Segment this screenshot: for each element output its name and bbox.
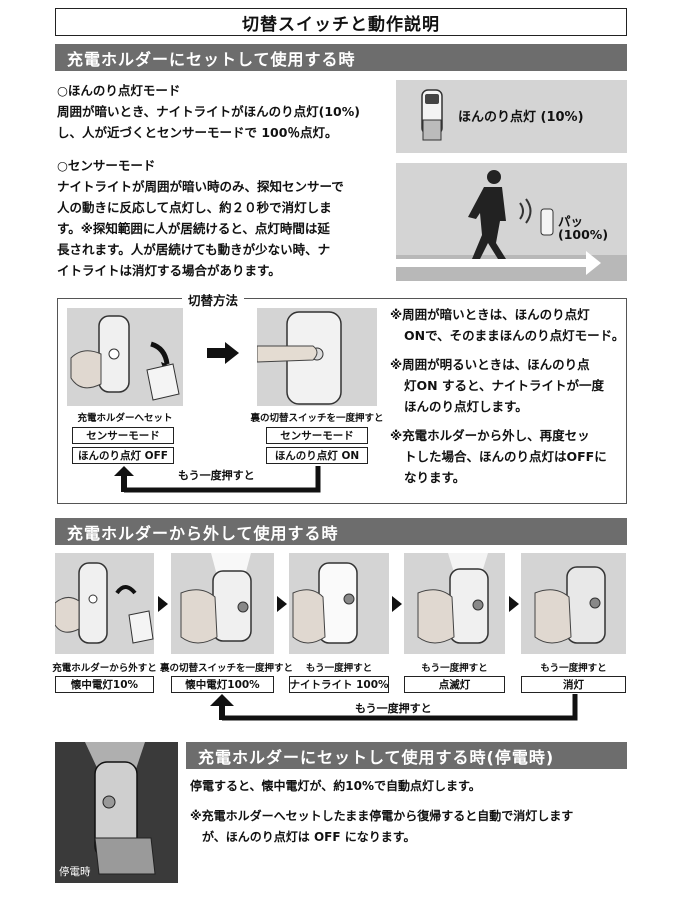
step-box-3: ナイトライト 100% — [289, 676, 389, 693]
step-box-2: 懐中電灯100% — [171, 676, 274, 693]
set-holder-photo — [67, 308, 183, 406]
mode2-line: イトライトは消灯する場合があります。 — [57, 263, 281, 278]
note-line: ※周囲が明るいときは、ほんのり点 — [390, 357, 590, 372]
hand-holding-device-icon — [70, 315, 180, 401]
note-line: ※充電ホルダーから外し、再度セッ — [390, 428, 590, 443]
right-dim-on-box: ほんのり点灯 ON — [266, 447, 368, 464]
flashlight-bright-icon — [180, 553, 252, 644]
outage-text-2: ※充電ホルダーへセットしたまま停電から復帰すると自動で消灯します — [190, 809, 574, 823]
dim-light-photo: ほんのり点灯 (10%) — [396, 80, 627, 153]
step-caption-4: もう一度押すと — [421, 663, 488, 674]
left-sensor-mode-box: センサーモード — [72, 427, 174, 444]
mode1-title: ○ほんのり点灯モード — [57, 83, 181, 98]
outage-photo-label: 停電時 — [59, 866, 91, 878]
right-arrow-icon — [225, 342, 239, 364]
switch-method-frame — [57, 298, 627, 504]
mode2-line: す。※探知範囲に人が居続けると、点灯時間は延 — [57, 221, 330, 236]
step-arrow-icon — [277, 596, 287, 612]
page-title: 切替スイッチと動作説明 — [55, 8, 627, 36]
step-caption-3: もう一度押すと — [305, 663, 373, 674]
step-photo-4 — [404, 553, 505, 654]
mode2-line: 人の動きに反応して点灯し、約２０秒で消灯しま — [57, 200, 332, 215]
left-dim-off-box: ほんのり点灯 OFF — [72, 447, 174, 464]
dim-light-caption: ほんのり点灯 (10%) — [458, 110, 584, 125]
mode2-line: 長されます。人が居続けても動きが少ない時、ナ — [57, 242, 331, 257]
step-photo-5 — [521, 553, 626, 654]
press-switch-caption: 裏の切替スイッチを一度押すと — [250, 413, 384, 424]
switch-method-label: 切替方法 — [182, 290, 245, 309]
step-return-arrow-icon — [210, 694, 578, 721]
outage-text-1: 停電すると、懐中電灯が、約10%で自動点灯します。 — [190, 779, 481, 793]
step-box-1: 懐中電灯10% — [55, 676, 154, 693]
walking-person-icon — [396, 170, 627, 281]
step-return-label: もう一度押すと — [355, 702, 432, 715]
remove-from-holder-icon — [54, 562, 154, 644]
step-caption-1: 充電ホルダーから外すと — [52, 663, 157, 674]
note-line: ※周囲が暗いときは、ほんのり点灯 — [390, 307, 590, 322]
step-box-5: 消灯 — [521, 676, 626, 693]
mode1-line: し、人が近づくとセンサーモードで 100％点灯。 — [57, 125, 338, 140]
press-switch-photo — [256, 308, 377, 406]
step-photo-3 — [289, 553, 389, 654]
step-arrow-icon — [392, 596, 402, 612]
section1-heading: 充電ホルダーにセットして使用する時 — [55, 44, 627, 71]
set-holder-caption: 充電ホルダーへセット — [77, 413, 173, 424]
section2-heading: 充電ホルダーから外して使用する時 — [55, 518, 627, 545]
device-in-holder-icon — [85, 742, 156, 875]
finger-press-icon — [256, 311, 342, 405]
step-caption-2: 裏の切替スイッチを一度押すと — [160, 663, 294, 674]
note-line: 灯ON すると、ナイトライトが一度 — [404, 378, 604, 393]
mode1-block: ○ほんのり点灯モード 周囲が暗いとき、ナイトライトがほんのり点灯(10%) し、… — [57, 80, 392, 143]
nightlight-device-icon — [421, 89, 443, 141]
note-line: トした場合、ほんのり点灯はOFFに — [404, 449, 607, 464]
light-off-icon — [534, 566, 606, 644]
mode2-line: ナイトライトが周囲が暗い時のみ、探知センサーで — [57, 179, 344, 194]
mode2-title: ○センサーモード — [57, 158, 156, 173]
right-arrow-shaft — [207, 348, 227, 358]
step-photo-2 — [171, 553, 274, 654]
sensor-caption-2: (100%) — [558, 227, 609, 242]
step-caption-5: もう一度押すと — [540, 663, 607, 674]
note-line: ONで、そのままほんのり点灯モード。 — [404, 328, 625, 343]
switch-notes: ※周囲が暗いときは、ほんのり点灯 ONで、そのままほんのり点灯モード。 ※周囲が… — [390, 304, 626, 488]
right-sensor-mode-box: センサーモード — [266, 427, 368, 444]
step-arrow-icon — [158, 596, 168, 612]
flashing-light-icon — [417, 553, 489, 644]
outage-text-3: が、ほんのり点灯は OFF になります。 — [202, 830, 416, 844]
mode1-line: 周囲が暗いとき、ナイトライトがほんのり点灯(10%) — [57, 104, 360, 119]
sensor-caption-1: パッ — [558, 214, 584, 229]
nightlight-mode-icon — [292, 562, 358, 644]
note-line: なります。 — [404, 470, 466, 485]
step-photo-1 — [54, 553, 154, 654]
step-box-4: 点滅灯 — [404, 676, 505, 693]
return-label: もう一度押すと — [178, 469, 255, 482]
return-arrow-icon — [114, 466, 321, 493]
power-outage-photo: 停電時 — [55, 742, 178, 883]
section3-heading: 充電ホルダーにセットして使用する時(停電時) — [186, 742, 627, 769]
step-arrow-icon — [509, 596, 519, 612]
sensor-photo: パッ (100%) — [396, 163, 627, 281]
note-line: ほんのり点灯します。 — [404, 399, 528, 414]
mode2-block: ○センサーモード ナイトライトが周囲が暗い時のみ、探知センサーで 人の動きに反応… — [57, 155, 392, 281]
